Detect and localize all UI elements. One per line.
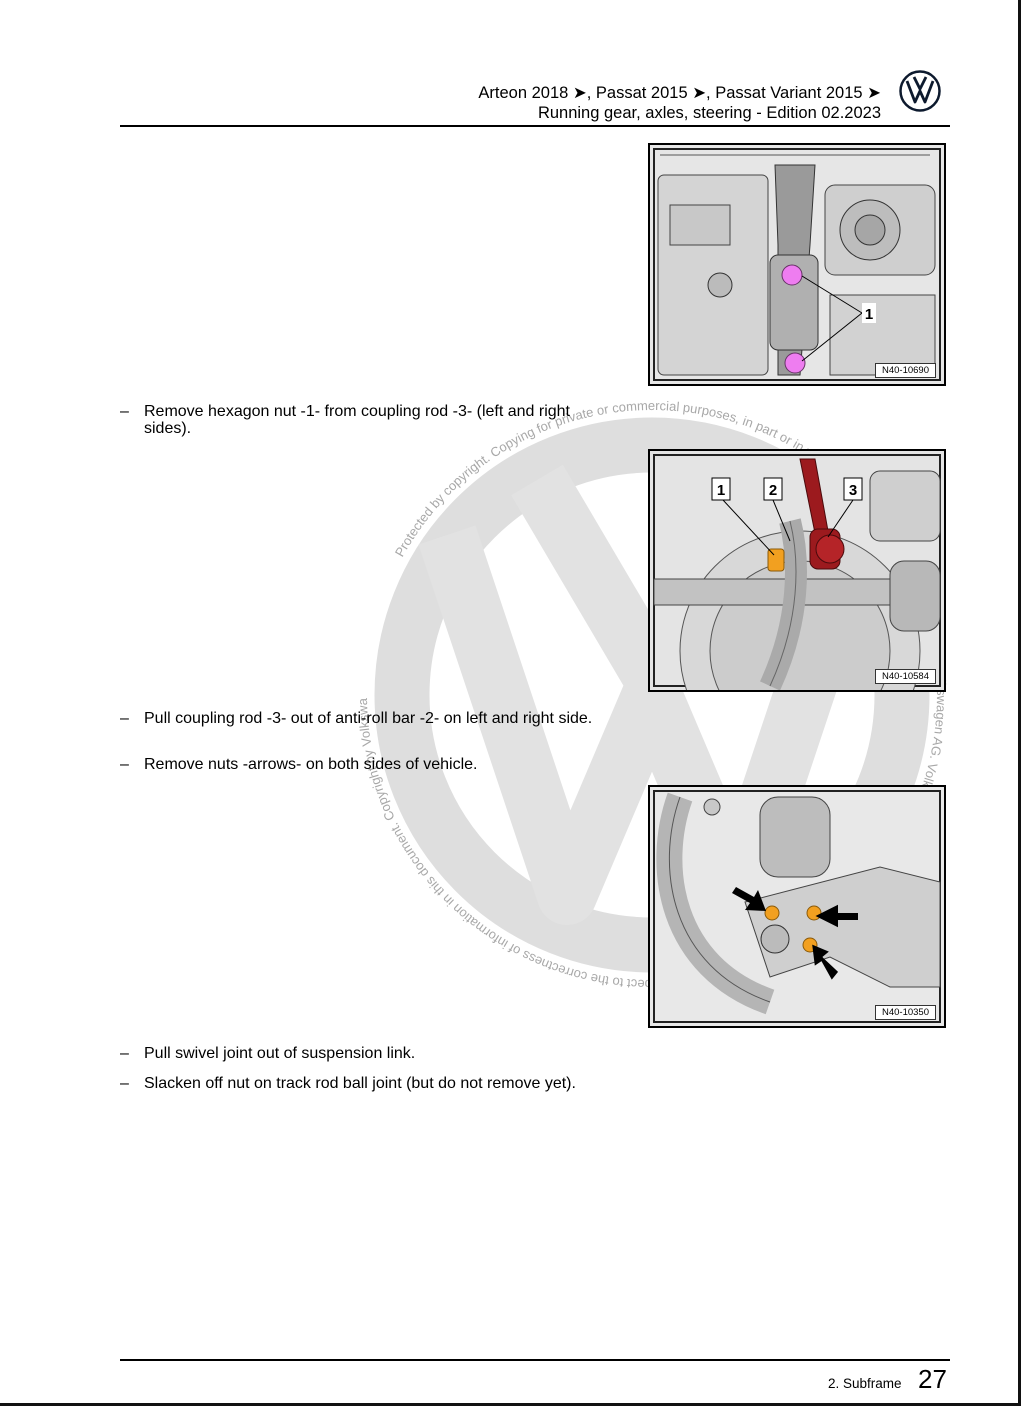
step-text: Pull coupling rod -3- out of anti-roll b…	[144, 710, 593, 727]
header-rule	[120, 125, 950, 127]
step-dash: –	[120, 1045, 129, 1062]
footer-rule	[120, 1359, 950, 1361]
step-text: Slacken off nut on track rod ball joint …	[144, 1075, 576, 1092]
step-text: Pull swivel joint out of suspension link…	[144, 1045, 416, 1062]
header-models: Arteon 2018 ➤, Passat 2015 ➤, Passat Var…	[478, 84, 881, 102]
step-dash: –	[120, 756, 129, 773]
step-dash: –	[120, 1075, 129, 1092]
step-dash: –	[120, 710, 129, 727]
step-5: – Slacken off nut on track rod ball join…	[120, 1075, 610, 1092]
step-text: Remove hexagon nut -1- from coupling rod…	[144, 403, 570, 437]
step-2: – Pull coupling rod -3- out of anti-roll…	[120, 710, 610, 727]
figure-code: N40-10584	[874, 669, 936, 684]
figure-code: N40-10350	[874, 1005, 936, 1020]
figure-code: N40-10690	[874, 363, 936, 378]
step-1: – Remove hexagon nut -1- from coupling r…	[120, 403, 610, 437]
step-dash: –	[120, 403, 129, 420]
step-4: – Pull swivel joint out of suspension li…	[120, 1045, 610, 1062]
callout-label: 2	[769, 482, 777, 499]
vw-logo-icon	[899, 70, 941, 112]
figure-coupling-rod-nuts: 1 N40-10690	[648, 143, 946, 386]
figure-swivel-joint-nuts: N40-10350	[648, 785, 946, 1028]
callout-label: 3	[849, 482, 857, 499]
figure-illustration: 1	[650, 145, 944, 384]
step-3: – Remove nuts -arrows- on both sides of …	[120, 756, 610, 773]
page-number: 27	[918, 1364, 947, 1394]
header-subtitle: Running gear, axles, steering - Edition …	[537, 104, 881, 122]
step-text: Remove nuts -arrows- on both sides of ve…	[144, 756, 478, 773]
callout-label: 1	[865, 306, 873, 323]
figure-anti-roll-bar: 1 2 3 N40-10584	[648, 449, 946, 692]
figure-illustration	[650, 787, 944, 1026]
callout-label: 1	[717, 482, 725, 499]
figure-illustration: 1 2 3	[650, 451, 944, 690]
footer-section-title: 2. Subframe	[828, 1376, 902, 1391]
